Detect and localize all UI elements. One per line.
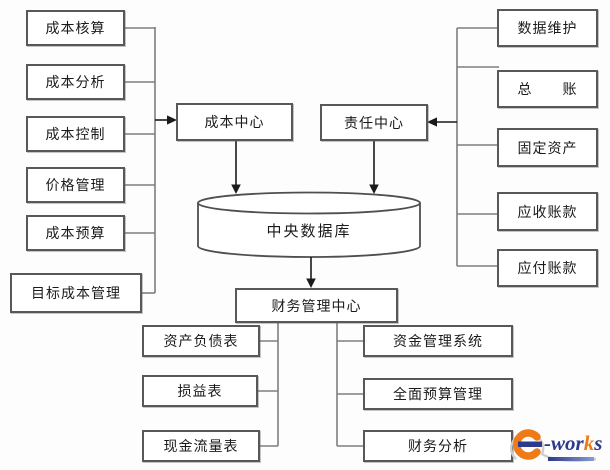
node-income-statement: 损益表 xyxy=(142,375,258,407)
arrow-db-to-finance-center xyxy=(306,257,316,288)
node-fixed-assets: 固定资产 xyxy=(497,128,598,167)
node-balance-sheet: 资产负债表 xyxy=(142,325,260,357)
node-price-management: 价格管理 xyxy=(26,167,125,203)
node-cash-flow-statement: 现金流量表 xyxy=(142,430,260,462)
arrow-cost-center-to-db xyxy=(231,141,241,194)
node-cost-accounting: 成本核算 xyxy=(26,10,125,46)
right-bus-lines xyxy=(456,27,499,267)
database-cylinder-icon xyxy=(197,191,421,258)
node-cost-analysis: 成本分析 xyxy=(26,64,125,100)
node-general-ledger: 总 账 xyxy=(497,70,598,108)
eworks-logo: -works xyxy=(508,426,608,468)
node-cost-control: 成本控制 xyxy=(26,116,125,152)
eworks-logo-text: -works xyxy=(544,432,602,454)
left-bus-lines xyxy=(123,27,156,294)
node-comprehensive-budget-management: 全面预算管理 xyxy=(363,378,513,410)
node-target-cost-management: 目标成本管理 xyxy=(10,273,142,313)
arrow-into-cost-center xyxy=(155,115,177,125)
node-accounts-payable: 应付账款 xyxy=(497,249,598,287)
node-finance-management-center: 财务管理中心 xyxy=(235,288,398,323)
node-data-maintenance: 数据维护 xyxy=(497,9,598,47)
logo-text-wor: -wor xyxy=(544,431,584,455)
eworks-logo-underline xyxy=(548,457,594,461)
logo-text-s: s xyxy=(594,431,603,455)
node-cost-center: 成本中心 xyxy=(176,103,293,141)
node-cost-budget: 成本预算 xyxy=(26,215,125,251)
arrow-resp-center-to-db xyxy=(369,141,379,194)
bottom-bus-lines xyxy=(256,322,365,447)
node-central-database-label: 中央数据库 xyxy=(266,224,352,240)
node-fund-management-system: 资金管理系统 xyxy=(363,325,513,357)
node-responsibility-center: 责任中心 xyxy=(320,104,428,141)
arrow-into-responsibility-center xyxy=(427,117,457,127)
logo-text-k: k xyxy=(583,431,595,455)
node-financial-analysis: 财务分析 xyxy=(363,430,513,462)
node-accounts-receivable: 应收账款 xyxy=(497,192,598,231)
